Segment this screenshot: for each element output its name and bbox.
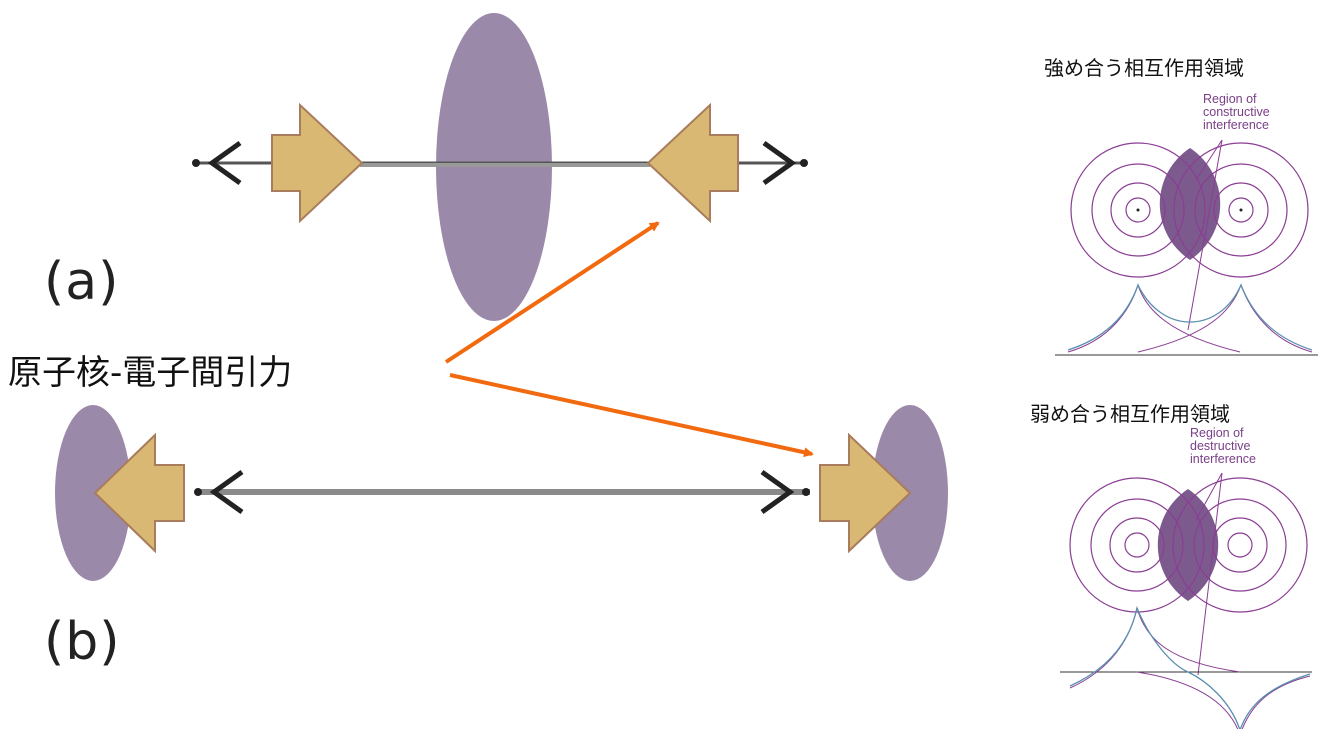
- constructive-diagram: [1055, 140, 1318, 355]
- nucleus-dot-right-a: [800, 159, 808, 167]
- constructive-region-label: Region of constructive interference: [1203, 93, 1270, 132]
- overlap-region-constructive: [1160, 148, 1220, 260]
- force-arrow-left-a: [648, 105, 738, 221]
- nucleus-dot-right-b: [802, 488, 810, 496]
- constructive-label-line-3: interference: [1203, 119, 1270, 132]
- destructive-label-line-3: interference: [1190, 453, 1256, 466]
- nucleus-dot-left-a: [192, 159, 200, 167]
- nucleus-dot-left-b: [194, 488, 202, 496]
- destructive-diagram: [1060, 473, 1312, 729]
- destructive-region-label: Region of destructive interference: [1190, 427, 1256, 466]
- source-dot-right: [1240, 209, 1243, 212]
- wave-sum-destructive: [1070, 608, 1310, 729]
- attraction-label: 原子核-電子間引力: [8, 345, 292, 394]
- wave-up-destructive: [1070, 608, 1240, 688]
- destructive-title: 弱め合う相互作用領域: [1030, 398, 1230, 427]
- pointer-arrow-to-b: [450, 375, 812, 454]
- diagram-b: [55, 405, 948, 581]
- label-a: (a): [44, 252, 119, 312]
- diagram-a: [192, 13, 808, 321]
- wave-right-constructive: [1138, 285, 1312, 352]
- wave-left-constructive: [1068, 285, 1240, 352]
- constructive-title: 強め合う相互作用領域: [1044, 52, 1244, 81]
- force-arrow-right-a: [272, 105, 362, 221]
- label-b: (b): [44, 612, 121, 672]
- source-dot-left: [1137, 209, 1140, 212]
